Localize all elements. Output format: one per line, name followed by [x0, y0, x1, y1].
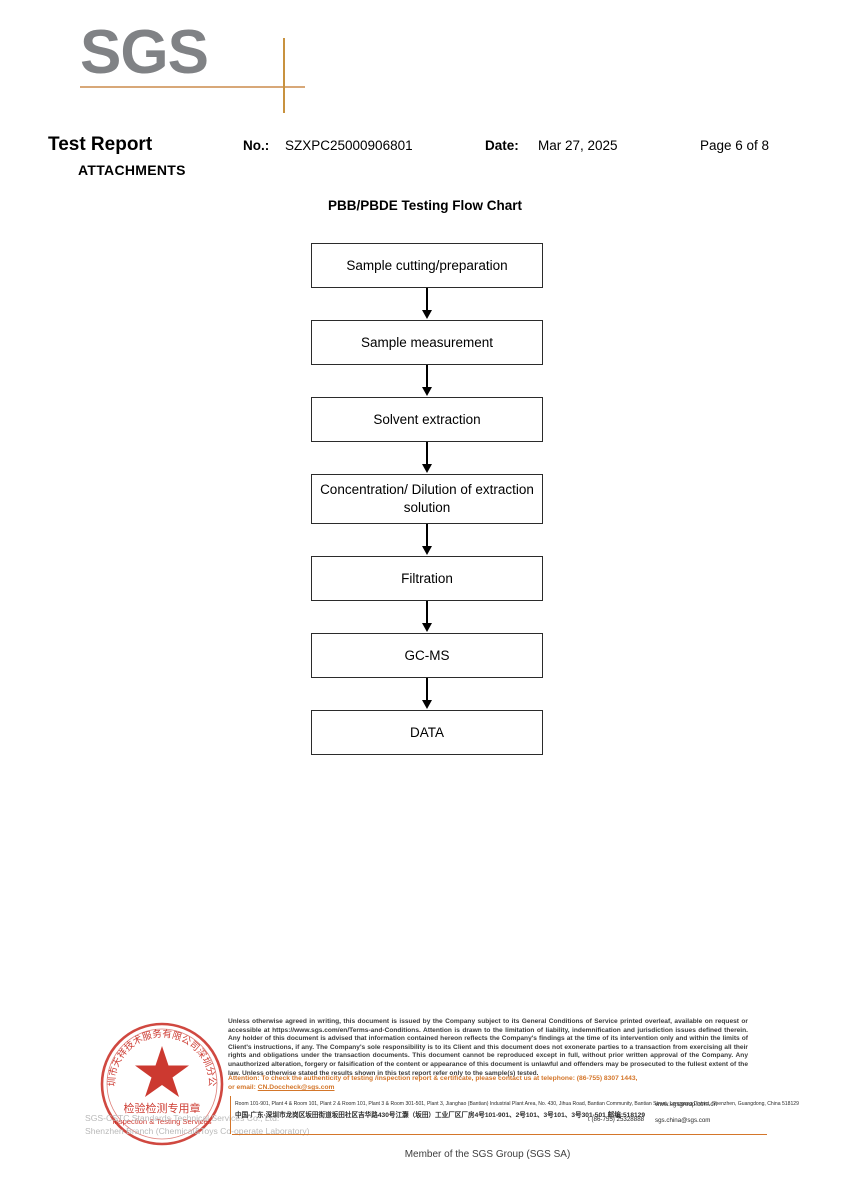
- flow-arrow-2: [311, 365, 543, 397]
- logo-horizontal-rule: [80, 86, 305, 88]
- website-link[interactable]: www.sgsgroup.com.cn: [655, 1101, 717, 1108]
- address-chinese: 中国·广东·深圳市龙岗区坂田街道坂田社区吉华路430号江灏（坂田）工业厂区厂房4…: [235, 1112, 646, 1119]
- sgs-logo: SGS: [80, 18, 310, 113]
- member-text-wrap: Member of the SGS Group (SGS SA): [0, 1149, 850, 1160]
- report-date-value: Mar 27, 2025: [538, 138, 618, 153]
- attachments-label: ATTACHMENTS: [78, 162, 186, 178]
- report-header-row: Test Report ATTACHMENTS No.: SZXPC250009…: [0, 134, 850, 178]
- company-name-block: SGS-CSTC Standards Technical Services Co…: [85, 1112, 310, 1138]
- footer-bottom-rule: [232, 1134, 767, 1136]
- page-number: Page 6 of 8: [700, 138, 770, 153]
- flow-arrow-4: [311, 524, 543, 556]
- flow-arrow-3: [311, 442, 543, 474]
- arrow-head-icon: [422, 546, 432, 555]
- flow-node-filtration: Filtration: [311, 556, 543, 601]
- flow-node-data: DATA: [311, 710, 543, 755]
- flow-node-gc-ms: GC-MS: [311, 633, 543, 678]
- flow-node-solvent-extraction: Solvent extraction: [311, 397, 543, 442]
- stamp-center-cn: 检验检测专用章: [124, 1101, 201, 1115]
- arrow-shaft: [426, 442, 428, 466]
- report-no-label: No.:: [243, 138, 270, 153]
- doccheck-email-link[interactable]: CN.Doccheck@sgs.com: [257, 1084, 335, 1091]
- company-name-line1: SGS-CSTC Standards Technical Services Co…: [85, 1113, 280, 1123]
- page-title: Test Report: [48, 134, 153, 155]
- arrow-shaft: [426, 524, 428, 548]
- attention-notice: Attention: To check the authenticity of …: [228, 1074, 748, 1092]
- arrow-head-icon: [422, 387, 432, 396]
- flowchart-title: PBB/PBDE Testing Flow Chart: [327, 198, 522, 213]
- arrow-shaft: [426, 601, 428, 625]
- report-no-value: SZXPC25000906801: [285, 138, 413, 153]
- flowchart: Sample cutting/preparation Sample measur…: [311, 243, 543, 755]
- address-english: Room 101-901, Plant 4 & Room 101, Plant …: [235, 1101, 799, 1107]
- address-block: Room 101-901, Plant 4 & Room 101, Plant …: [235, 1100, 799, 1122]
- arrow-head-icon: [422, 310, 432, 319]
- flow-node-sample-measurement: Sample measurement: [311, 320, 543, 365]
- attention-line1: Attention: To check the authenticity of …: [228, 1075, 638, 1082]
- arrow-shaft: [426, 678, 428, 702]
- page-footer: 深圳市天祥技术服务有限公司深圳分公司 检验检测专用章 Inspection & …: [0, 1012, 850, 1202]
- flow-node-sample-cutting: Sample cutting/preparation: [311, 243, 543, 288]
- inspection-seal-stamp-icon: 深圳市天祥技术服务有限公司深圳分公司 检验检测专用章 Inspection & …: [98, 1020, 224, 1146]
- telephone-text: t (86-755) 25328888: [588, 1116, 645, 1123]
- disclaimer-text: Unless otherwise agreed in writing, this…: [228, 1018, 748, 1077]
- footer-vertical-divider: [230, 1096, 232, 1134]
- flow-arrow-6: [311, 678, 543, 710]
- flow-arrow-5: [311, 601, 543, 633]
- email-link[interactable]: sgs.china@sgs.com: [655, 1117, 711, 1124]
- arrow-shaft: [426, 288, 428, 312]
- attention-email-prefix: or email:: [228, 1084, 258, 1091]
- arrow-head-icon: [422, 464, 432, 473]
- sgs-logo-text: SGS: [80, 18, 209, 87]
- arrow-head-icon: [422, 623, 432, 632]
- report-date-label: Date:: [485, 138, 519, 153]
- arrow-shaft: [426, 365, 428, 389]
- flow-arrow-1: [311, 288, 543, 320]
- member-text: Member of the SGS Group (SGS SA): [404, 1149, 571, 1160]
- logo-vertical-rule: [283, 38, 285, 113]
- star-icon: [135, 1046, 189, 1097]
- arrow-head-icon: [422, 700, 432, 709]
- stamp-center-en: Inspection & Testing Services: [112, 1117, 211, 1126]
- flow-node-concentration-dilution: Concentration/ Dilution of extraction so…: [311, 474, 543, 524]
- company-name-line2: Shenzhen Branch (Chemical&Toys Co-operat…: [85, 1126, 310, 1136]
